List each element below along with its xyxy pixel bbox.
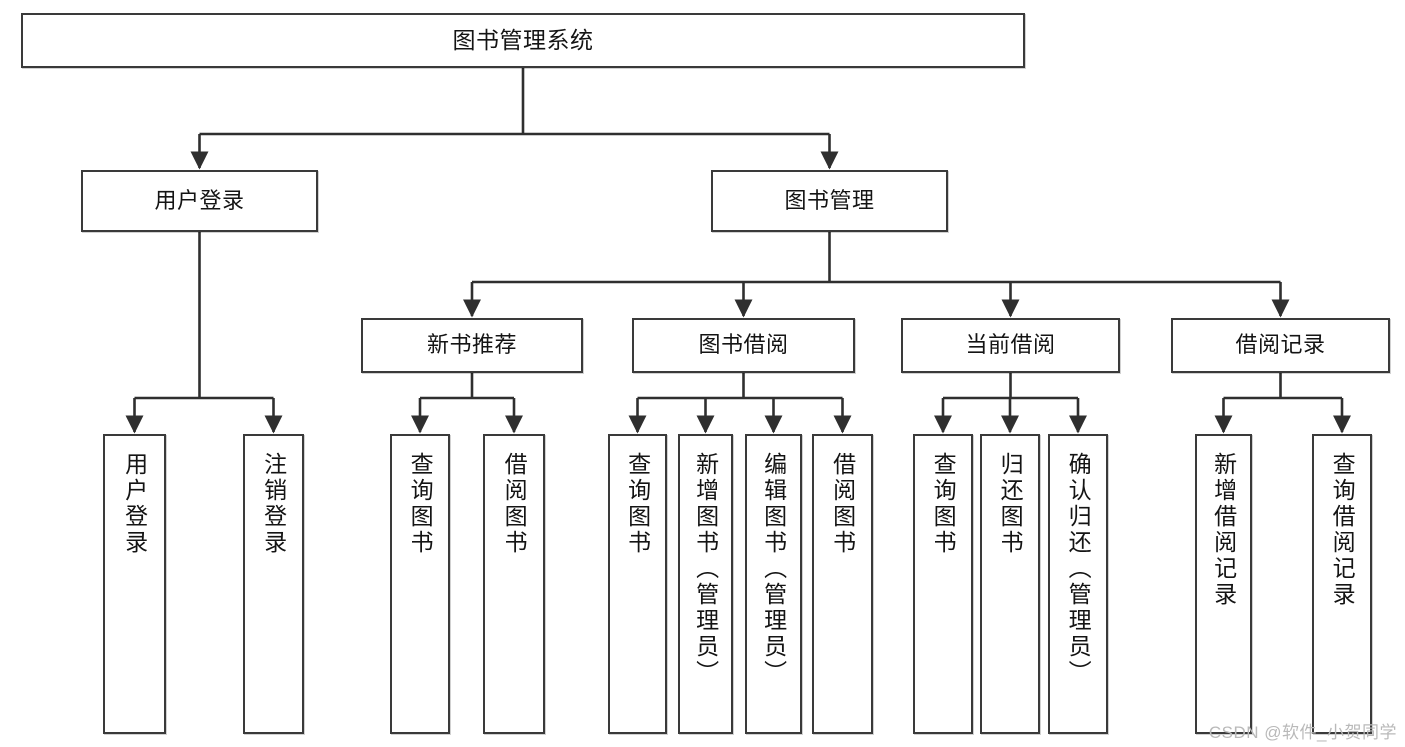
node-label: 图书管理 (784, 187, 875, 213)
node-label: 查询借阅记录 (1329, 452, 1356, 608)
node-leaf-add-book[interactable]: 新增图书（管理员） (678, 434, 733, 734)
node-label: 查询图书 (624, 452, 651, 556)
node-leaf-add-record[interactable]: 新增借阅记录 (1195, 434, 1252, 734)
node-leaf-query-record[interactable]: 查询借阅记录 (1312, 434, 1372, 734)
watermark-label: CSDN @软件_小贺同学 (1208, 723, 1397, 742)
node-leaf-borrow-book-2[interactable]: 借阅图书 (812, 434, 873, 734)
node-label: 注销登录 (260, 452, 287, 556)
node-label: 新书推荐 (426, 332, 517, 358)
node-book-manage[interactable]: 图书管理 (711, 170, 948, 232)
node-label: 用户登录 (121, 452, 148, 556)
node-label: 用户登录 (154, 187, 245, 213)
node-label: 图书借阅 (698, 332, 789, 358)
node-leaf-logout[interactable]: 注销登录 (243, 434, 304, 734)
node-leaf-edit-book[interactable]: 编辑图书（管理员） (745, 434, 802, 734)
node-leaf-confirm-return[interactable]: 确认归还（管理员） (1048, 434, 1108, 734)
node-root[interactable]: 图书管理系统 (21, 13, 1025, 68)
node-label: 借阅图书 (501, 452, 528, 556)
node-current-borrow[interactable]: 当前借阅 (901, 318, 1120, 373)
node-borrow-record[interactable]: 借阅记录 (1171, 318, 1390, 373)
node-new-book-rec[interactable]: 新书推荐 (361, 318, 583, 373)
node-label: 当前借阅 (965, 332, 1056, 358)
node-user-login[interactable]: 用户登录 (81, 170, 318, 232)
node-leaf-query-book-2[interactable]: 查询图书 (608, 434, 667, 734)
node-leaf-user-login[interactable]: 用户登录 (103, 434, 166, 734)
node-label: 借阅记录 (1235, 332, 1326, 358)
node-label: 归还图书 (997, 452, 1024, 556)
node-label: 查询图书 (407, 452, 434, 556)
node-label: 查询图书 (930, 452, 957, 556)
node-label: 借阅图书 (829, 452, 856, 556)
node-leaf-borrow-book-1[interactable]: 借阅图书 (483, 434, 545, 734)
node-label: 新增借阅记录 (1210, 452, 1237, 608)
node-label: 编辑图书（管理员） (760, 452, 787, 686)
node-label: 图书管理系统 (452, 26, 594, 53)
node-leaf-query-book-1[interactable]: 查询图书 (390, 434, 450, 734)
node-leaf-return-book[interactable]: 归还图书 (980, 434, 1040, 734)
node-leaf-query-book-3[interactable]: 查询图书 (913, 434, 973, 734)
node-book-borrow[interactable]: 图书借阅 (632, 318, 855, 373)
node-label: 确认归还（管理员） (1065, 452, 1092, 686)
node-label: 新增图书（管理员） (692, 452, 719, 686)
